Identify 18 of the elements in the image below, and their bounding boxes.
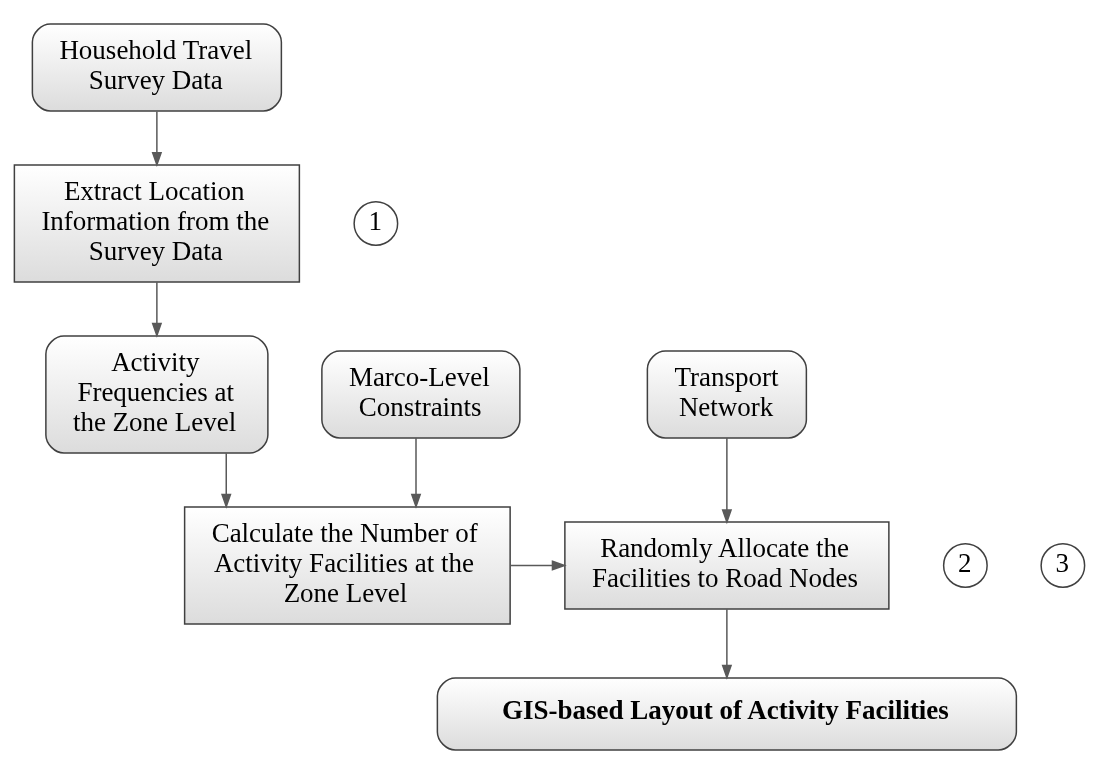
- node-box: GIS-based Layout of Activity Facilities: [436, 677, 1018, 751]
- node-box: Household Travel Survey Data: [31, 23, 283, 112]
- node-box: Activity Frequencies at the Zone Level: [45, 335, 269, 454]
- node-box: Extract Location Information from the Survey Data: [13, 164, 301, 283]
- node-box: Marco-Level Constraints: [321, 350, 521, 439]
- arrow: [151, 110, 163, 168]
- arrow: [221, 452, 232, 509]
- arrow: [721, 437, 733, 525]
- node-circle: 2: [942, 543, 988, 588]
- arrow: [151, 281, 163, 338]
- arrow: [509, 560, 567, 571]
- node-circle: 3: [1040, 543, 1086, 588]
- node-circle: 1: [353, 201, 399, 246]
- node-box: Calculate the Number of Activity Facilities at the Zone Level: [183, 506, 511, 625]
- arrow: [410, 437, 422, 509]
- node-box: Randomly Allocate the Facilities to Road Nodes: [564, 521, 890, 610]
- node-box: Transport Network: [646, 350, 808, 439]
- arrow: [721, 608, 733, 680]
